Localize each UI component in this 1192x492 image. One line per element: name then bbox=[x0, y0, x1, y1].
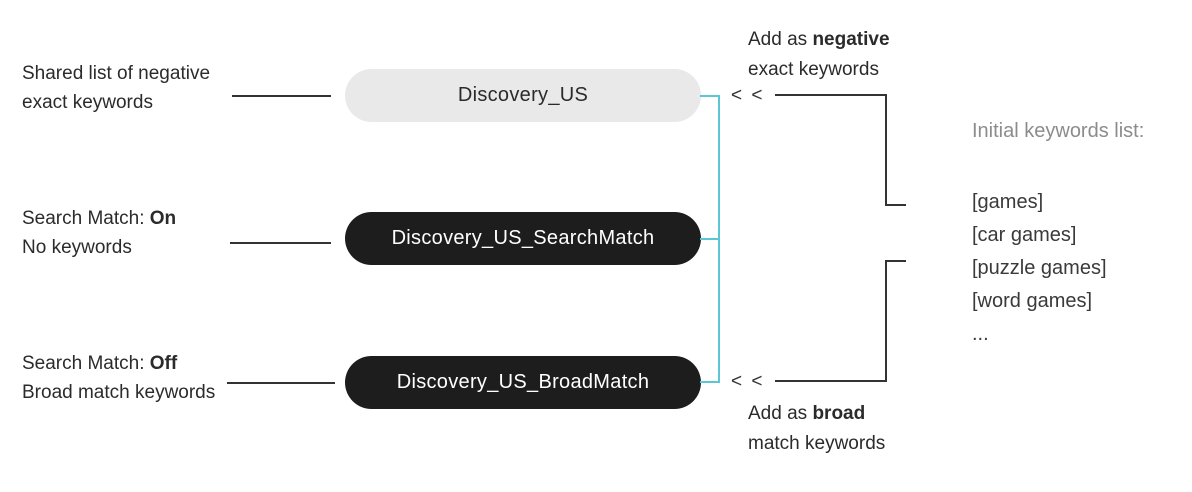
row-label-line1: Search Match: bbox=[22, 208, 150, 229]
row-label-search-match-on: Search Match: On No keywords bbox=[22, 204, 176, 262]
keywords-list: [games] [car games] [puzzle games] [word… bbox=[972, 186, 1107, 351]
keyword-item: [word games] bbox=[972, 290, 1093, 312]
hook-bottom-horizontal bbox=[775, 380, 887, 382]
campaign-pill-discovery-us-searchmatch: Discovery_US_SearchMatch bbox=[345, 212, 701, 265]
annotation-bold: negative bbox=[812, 29, 890, 50]
annotation-text: Add as bbox=[748, 403, 813, 424]
annotation-text: Add as bbox=[748, 29, 813, 50]
campaign-pill-discovery-us: Discovery_US bbox=[345, 69, 701, 122]
hook-bottom-vertical bbox=[885, 260, 887, 382]
cyan-stub-bottom bbox=[700, 381, 720, 383]
chevrons-top: < < bbox=[731, 85, 765, 106]
row-label-line1-bold: On bbox=[149, 208, 177, 229]
row-label-line2: Broad match keywords bbox=[22, 382, 216, 403]
row-label-line1: Shared list of negative bbox=[22, 63, 211, 84]
row-label-line2: exact keywords bbox=[22, 92, 153, 113]
connector-line-row1 bbox=[232, 95, 331, 97]
annotation-line2: exact keywords bbox=[748, 59, 879, 80]
hook-top-vertical bbox=[885, 94, 887, 206]
hook-top-horizontal bbox=[775, 94, 887, 96]
annotation-bold: broad bbox=[812, 403, 866, 424]
hook-bottom-stub bbox=[885, 260, 906, 262]
chevrons-bottom: < < bbox=[731, 371, 765, 392]
keywords-list-title: Initial keywords list: bbox=[972, 120, 1145, 142]
annotation-add-negative: Add as negative exact keywords bbox=[748, 25, 890, 85]
keyword-item: [puzzle games] bbox=[972, 257, 1107, 279]
cyan-stub-middle bbox=[700, 238, 720, 240]
keyword-item: [games] bbox=[972, 191, 1044, 213]
row-label-search-match-off: Search Match: Off Broad match keywords bbox=[22, 349, 215, 407]
keyword-item: ... bbox=[972, 323, 989, 345]
row-label-line1-bold: Off bbox=[149, 353, 178, 374]
row-label-line1: Search Match: bbox=[22, 353, 150, 374]
cyan-vertical-line bbox=[718, 95, 720, 383]
row-label-shared-negative: Shared list of negative exact keywords bbox=[22, 59, 210, 117]
hook-top-stub bbox=[885, 204, 906, 206]
annotation-line2: match keywords bbox=[748, 433, 886, 454]
campaign-pill-discovery-us-broadmatch: Discovery_US_BroadMatch bbox=[345, 356, 701, 409]
cyan-stub-top bbox=[700, 95, 720, 97]
row-label-line2: No keywords bbox=[22, 237, 132, 258]
annotation-add-broad: Add as broad match keywords bbox=[748, 399, 885, 459]
keyword-item: [car games] bbox=[972, 224, 1077, 246]
connector-line-row2 bbox=[230, 242, 331, 244]
connector-line-row3 bbox=[227, 382, 335, 384]
